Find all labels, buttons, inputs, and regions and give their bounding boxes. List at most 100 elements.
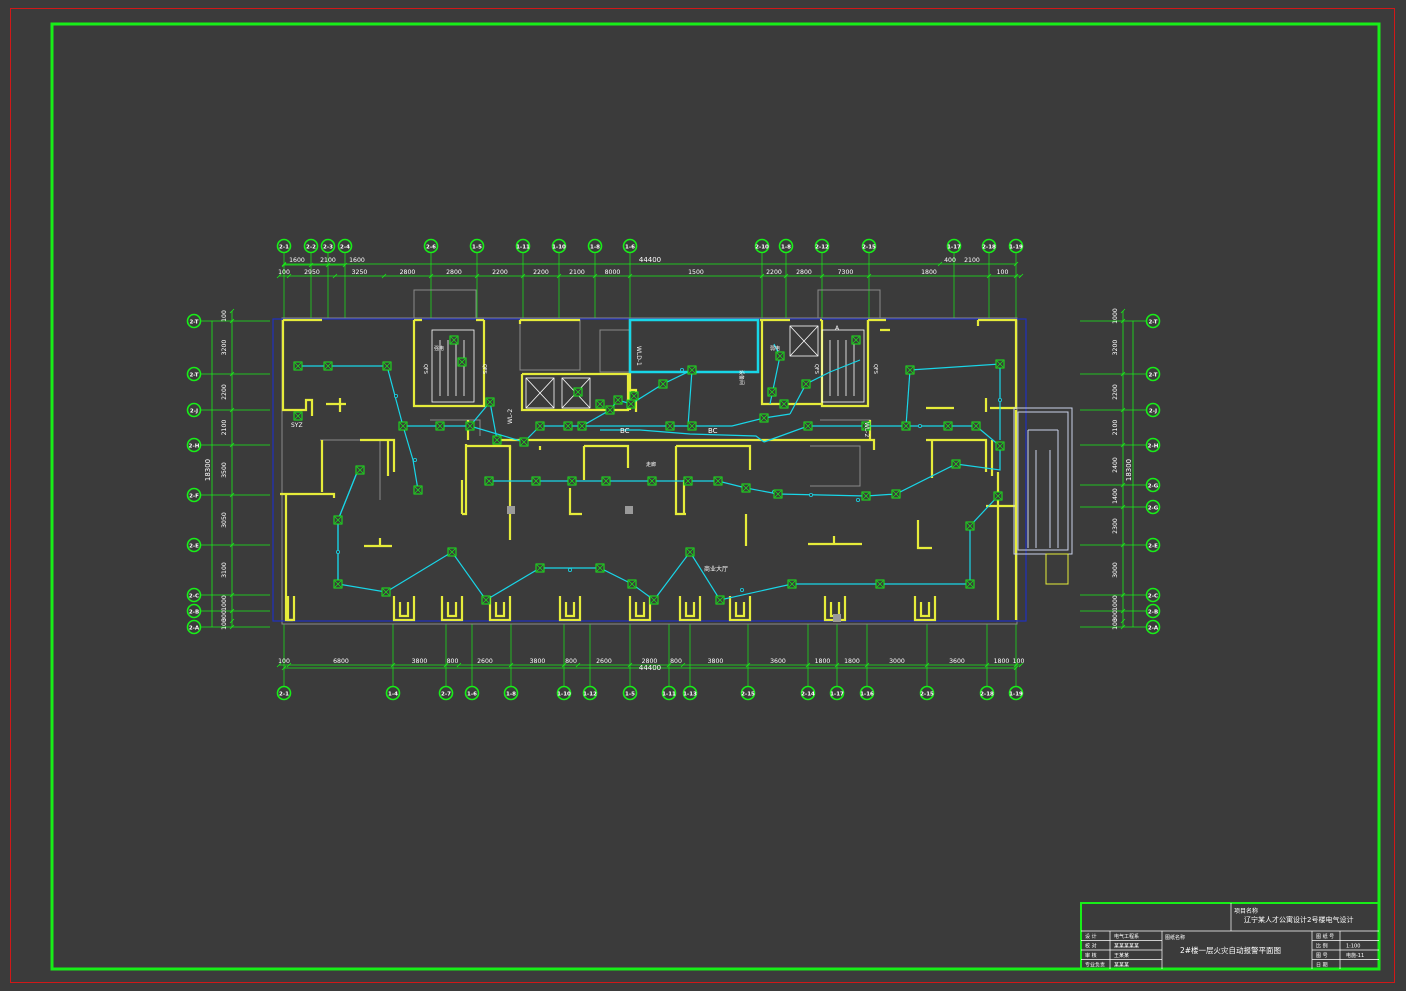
left-axis-label: 2-T [189, 372, 198, 378]
left-col-value: 3100 [221, 562, 228, 578]
top-row2-tick [1013, 273, 1019, 279]
bottom-row-tick [666, 662, 672, 668]
top-row1-value: 400 [944, 257, 956, 264]
right-axis-bubble [1145, 402, 1161, 418]
project-name: 辽宁某人才公寓设计2号楼电气设计 [1244, 915, 1353, 924]
smoke-detector-mark [520, 438, 528, 446]
bottom-axis-label: 1-4 [388, 691, 398, 697]
smoke-detector-mark [902, 422, 910, 430]
top-row2-tick [819, 273, 825, 279]
top-row2-value: 2200 [492, 269, 508, 276]
wiring-node [393, 393, 398, 398]
top-axis-label: 2-4 [340, 244, 350, 250]
bottom-row-value: 1800 [815, 658, 831, 665]
fixture [558, 596, 582, 622]
left-col-tick [229, 407, 235, 413]
riser-label-wl2-left: WL-2 [507, 409, 514, 424]
top-row1-value: 2100 [320, 257, 336, 264]
wiring-node [998, 397, 1003, 402]
smoke-detector-mark [482, 596, 490, 604]
smoke-detector-mark [906, 366, 914, 374]
building-outline [281, 289, 1018, 625]
top-row2-tick [474, 273, 480, 279]
right-col-tick [1120, 592, 1126, 598]
bottom-axis-label: 1-10 [557, 691, 571, 697]
smoke-detector-mark [648, 477, 656, 485]
wiring-run [789, 359, 861, 415]
left-axis-bubble [186, 619, 202, 635]
top-row2-value: 2950 [304, 269, 320, 276]
right-col-tick [1120, 608, 1126, 614]
wall-segment [976, 318, 1018, 410]
top-axis-bubble [861, 238, 877, 254]
right-axis-label: 2-B [1148, 609, 1158, 615]
fixture [488, 596, 512, 622]
right-axis-bubble [1145, 537, 1161, 553]
room-label-strong: 强电 [434, 345, 444, 352]
smoke-detector-mark [614, 396, 622, 404]
left-axis-label: 2-T [189, 319, 198, 325]
bottom-axis-label: 1-5 [625, 691, 635, 697]
bottom-row-tick [390, 662, 396, 668]
bottom-row-tick [575, 662, 581, 668]
wall-segment [518, 318, 580, 324]
bottom-axis-bubble [740, 685, 756, 701]
bottom-row-value: 2800 [642, 658, 658, 665]
bottom-axis-label: 1-13 [683, 691, 697, 697]
top-axis-label: 2-18 [982, 244, 996, 250]
smoke-detector-mark [714, 477, 722, 485]
top-axis-label: 1-5 [472, 244, 482, 250]
right-col-tick [1120, 442, 1126, 448]
column-marker [625, 506, 633, 514]
smoke-detector-mark [628, 580, 636, 588]
left-axis-bubble [186, 537, 202, 553]
bottom-axis-label: 1-6 [467, 691, 477, 697]
top-row2-tick [556, 273, 562, 279]
wall-segment [360, 438, 396, 476]
fixture [440, 596, 464, 622]
bottom-axis-label: 1-19 [1009, 691, 1023, 697]
smoke-detector-mark [804, 422, 812, 430]
left-axis-label: 2-J [190, 408, 198, 414]
bottom-row-tick [276, 662, 282, 668]
smoke-detector-mark [294, 412, 302, 420]
smoke-detector-mark [450, 336, 458, 344]
bottom-row-tick [984, 662, 990, 668]
right-col-value: 2300 [1112, 518, 1119, 534]
bottom-axis-label: 2-15 [920, 691, 934, 697]
wall-segment [460, 480, 686, 516]
smoke-detector-mark [399, 422, 407, 430]
wall-segment [494, 438, 876, 450]
smoke-detector-mark [324, 362, 332, 370]
top-axis-bubble [276, 238, 292, 254]
title-role-name: 某某某某某 [1114, 944, 1139, 950]
top-row2-tick [286, 273, 292, 279]
drawing-frame [50, 22, 1381, 971]
right-axis-label: 2-T [1148, 372, 1157, 378]
bottom-row-value: 3800 [530, 658, 546, 665]
wiring-node [740, 588, 745, 593]
smoke-detector-mark [688, 422, 696, 430]
bottom-total-chain-tick [281, 665, 287, 671]
bottom-row-value: 800 [670, 658, 682, 665]
wiring-run [600, 429, 765, 443]
right-axis-bubble [1145, 499, 1161, 515]
smoke-detector-mark [485, 477, 493, 485]
bottom-row-value: 2600 [596, 658, 612, 665]
smoke-detector-mark [356, 466, 364, 474]
bottom-row-tick [805, 662, 811, 668]
right-axis-bubble [1145, 587, 1161, 603]
bottom-row-tick [864, 662, 870, 668]
smoke-detector-mark [650, 596, 658, 604]
top-axis-label: 1-10 [552, 244, 566, 250]
bottom-axis-bubble [800, 685, 816, 701]
smoke-detector-mark [532, 477, 540, 485]
wiring-node [918, 423, 923, 428]
right-col-tick [1120, 308, 1126, 314]
smoke-detector-mark [684, 477, 692, 485]
fixture [678, 596, 702, 622]
left-col-value: 3050 [221, 512, 228, 528]
title-right-label: 图 纸 号 [1316, 933, 1334, 940]
wall-segment [364, 538, 392, 548]
